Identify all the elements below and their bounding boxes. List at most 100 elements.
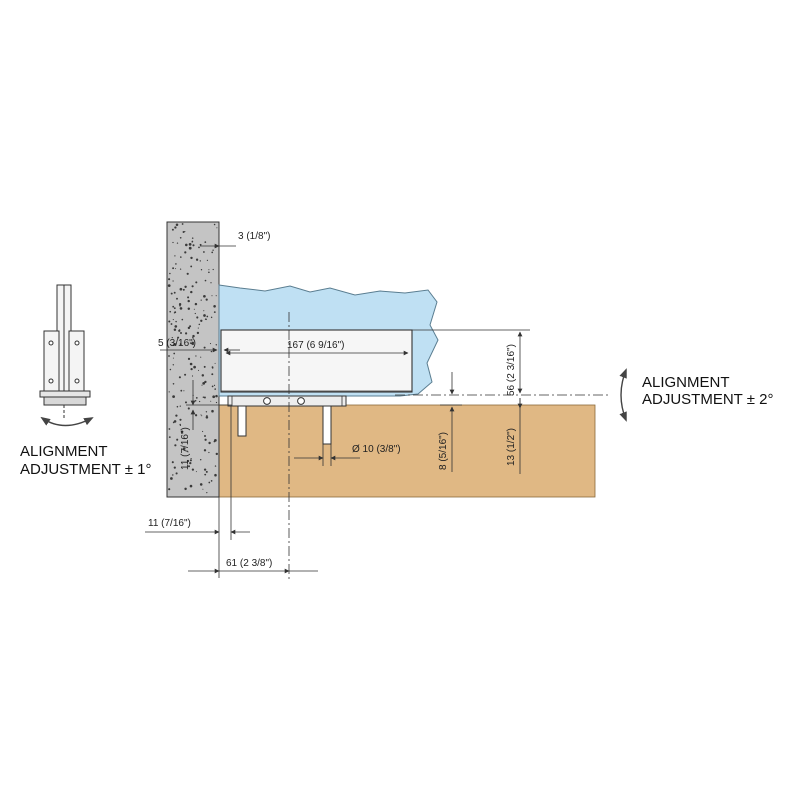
- wall-speckle: [203, 396, 206, 399]
- wall-speckle: [210, 316, 213, 319]
- wall-speckle: [172, 383, 175, 385]
- wall-speckle: [202, 488, 204, 490]
- wall-speckle: [172, 421, 175, 424]
- dim-wall-gap-label: 3 (1/8"): [238, 231, 270, 242]
- wall-speckle: [202, 382, 206, 385]
- wall-speckle: [199, 243, 202, 246]
- wall-speckle: [174, 325, 178, 328]
- wall-speckle: [175, 414, 178, 417]
- wall-speckle: [215, 344, 218, 346]
- wall-speckle: [208, 481, 211, 484]
- wall-speckle: [176, 405, 179, 408]
- dim-hinge-length-label: 167 (6 9/16"): [287, 340, 344, 351]
- wall-speckle: [194, 399, 197, 402]
- wall-speckle: [190, 342, 193, 345]
- wall-speckle: [173, 466, 176, 469]
- wall-speckle: [187, 465, 191, 468]
- wall-speckle: [190, 458, 192, 460]
- wall-speckle: [198, 246, 200, 249]
- wall-speckle: [195, 281, 198, 284]
- wall-speckle: [186, 459, 190, 463]
- wall-speckle: [175, 223, 179, 227]
- wall-speckle: [210, 350, 213, 353]
- wall-speckle: [199, 260, 201, 262]
- wall-speckle: [210, 480, 213, 482]
- wall-speckle: [204, 279, 207, 282]
- dim-pin-height-label: 8 (5/16"): [438, 432, 449, 470]
- wall-speckle: [173, 420, 177, 423]
- wall-speckle: [210, 282, 212, 284]
- wall-speckle: [169, 368, 172, 371]
- wall-speckle: [181, 318, 184, 321]
- wall-speckle: [190, 367, 193, 371]
- wall-speckle: [193, 365, 196, 369]
- dim-pivot-offset-label: 61 (2 3/8"): [226, 558, 272, 569]
- wall-speckle: [178, 302, 182, 306]
- alignment-left-line1: ALIGNMENT: [20, 443, 108, 460]
- wall-speckle: [205, 298, 208, 301]
- wall-speckle: [202, 396, 205, 398]
- wall-speckle: [187, 407, 190, 410]
- wall-speckle: [179, 405, 181, 407]
- wall-speckle: [184, 285, 187, 288]
- wall-speckle: [188, 246, 192, 250]
- wall-speckle: [213, 384, 216, 387]
- dim-floor-depth-label: 13 (1/2"): [506, 428, 517, 466]
- wall-speckle: [211, 295, 213, 297]
- wall-speckle: [175, 263, 177, 265]
- wall-speckle: [203, 310, 205, 312]
- wall-speckle: [172, 357, 174, 359]
- wall-speckle: [191, 237, 194, 239]
- dim-wall-depth: [186, 380, 232, 430]
- wall-speckle: [214, 362, 216, 364]
- dim-pin-diameter: [294, 444, 360, 466]
- wall-speckle: [208, 271, 210, 274]
- wall-speckle: [171, 228, 174, 231]
- wall-speckle: [168, 278, 171, 281]
- wall-speckle: [208, 269, 210, 271]
- wall-speckle: [212, 395, 216, 399]
- wall-speckle: [179, 307, 183, 310]
- wall-speckle: [179, 343, 182, 346]
- wall-speckle: [214, 388, 216, 390]
- wall-speckle: [211, 385, 214, 388]
- wall-speckle: [195, 258, 199, 261]
- wall-speckle: [192, 244, 195, 247]
- wall-speckle: [192, 337, 194, 339]
- wall-speckle: [168, 488, 171, 491]
- wall-speckle: [186, 272, 189, 275]
- concrete-wall: [166, 221, 220, 498]
- wall-speckle: [182, 447, 186, 450]
- wall-speckle: [168, 320, 171, 323]
- wall-speckle: [173, 352, 176, 355]
- dim-hinge-height-label: 56 (2 3/16"): [506, 344, 517, 396]
- wall-speckle: [172, 395, 175, 398]
- wall-speckle: [204, 318, 207, 320]
- wall-speckle: [187, 451, 189, 453]
- wall-speckle: [181, 223, 184, 225]
- wall-speckle: [180, 256, 182, 258]
- wall-speckle: [215, 452, 218, 456]
- wall-speckle: [216, 227, 218, 229]
- wall-speckle: [190, 256, 193, 260]
- wall-speckle: [198, 323, 201, 326]
- wall-speckle: [211, 409, 214, 413]
- wall-speckle: [175, 320, 177, 323]
- wall-speckle: [213, 223, 216, 226]
- wall-speckle: [170, 292, 173, 295]
- wall-speckle: [206, 492, 208, 494]
- wall-speckle: [201, 384, 203, 386]
- wall-speckle: [182, 288, 185, 291]
- wall-speckle: [199, 458, 202, 461]
- wall-speckle: [198, 400, 201, 403]
- wall-speckle: [211, 251, 214, 254]
- wall-speckle: [205, 411, 208, 413]
- wall-speckle: [203, 449, 207, 452]
- wall-speckle: [203, 365, 206, 368]
- wall-speckle: [191, 375, 194, 377]
- floor-plate: [227, 395, 347, 407]
- wall-speckle: [201, 415, 203, 417]
- wall-speckle: [197, 369, 200, 371]
- wall-speckle: [215, 295, 217, 297]
